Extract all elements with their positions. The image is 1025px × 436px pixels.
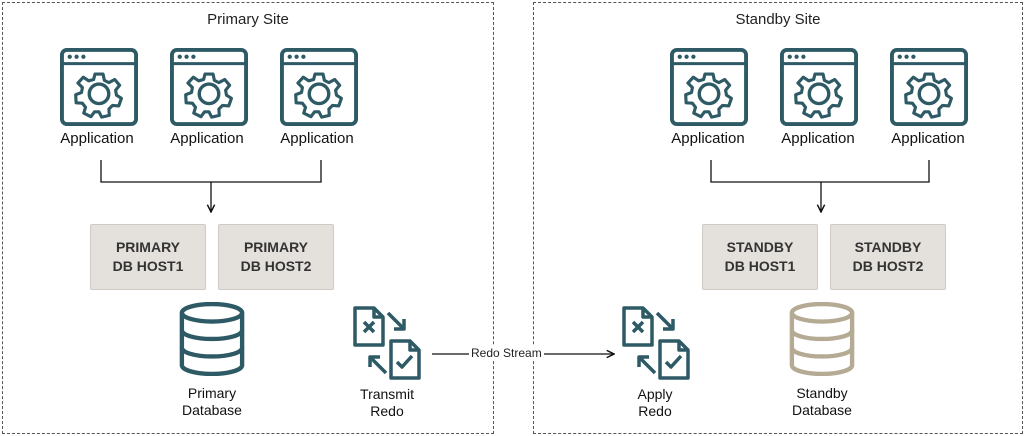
standby-database-icon	[788, 302, 856, 376]
apply-redo-icon	[621, 305, 691, 381]
host-line-2: DB HOST2	[240, 258, 312, 274]
host-line-1: PRIMARY	[115, 239, 181, 255]
standby-app-bracket	[710, 160, 930, 183]
primary-site: Primary Site	[2, 2, 494, 434]
app-window-gear-icon	[280, 48, 358, 126]
standby-app-label-1: Application	[671, 130, 745, 147]
primary-db-host-2: PRIMARY DB HOST2	[218, 224, 334, 290]
app-window-gear-icon	[170, 48, 248, 126]
standby-db-host-2: STANDBY DB HOST2	[830, 224, 946, 290]
apply-redo-label: Apply Redo	[637, 386, 673, 419]
standby-app-label-2: Application	[781, 130, 855, 147]
host-line-1: STANDBY	[854, 239, 922, 255]
primary-db-host-1: PRIMARY DB HOST1	[90, 224, 206, 290]
host-line-2: DB HOST2	[852, 258, 924, 274]
primary-app-label-3: Application	[280, 130, 354, 147]
standby-database-label: Standby Database	[792, 385, 852, 418]
app-window-gear-icon	[60, 48, 138, 126]
primary-site-title: Primary Site	[207, 11, 289, 28]
standby-db-host-1: STANDBY DB HOST1	[702, 224, 818, 290]
standby-site-title: Standby Site	[735, 11, 821, 28]
app-window-gear-icon	[670, 48, 748, 126]
standby-app-label-3: Application	[891, 130, 965, 147]
primary-app-label-1: Application	[60, 130, 134, 147]
primary-database-icon	[178, 302, 246, 376]
transmit-redo-icon	[352, 305, 422, 381]
host-line-2: DB HOST1	[112, 258, 184, 274]
host-line-1: STANDBY	[726, 239, 794, 255]
primary-app-label-2: Application	[170, 130, 244, 147]
app-window-gear-icon	[890, 48, 968, 126]
primary-database-label: Primary Database	[182, 385, 242, 418]
standby-site: Standby Site	[533, 2, 1023, 434]
redo-stream-label: Redo Stream	[469, 346, 544, 360]
app-window-gear-icon	[780, 48, 858, 126]
transmit-redo-label: Transmit Redo	[360, 386, 414, 419]
primary-app-bracket	[100, 160, 322, 183]
host-line-1: PRIMARY	[243, 239, 309, 255]
host-line-2: DB HOST1	[724, 258, 796, 274]
